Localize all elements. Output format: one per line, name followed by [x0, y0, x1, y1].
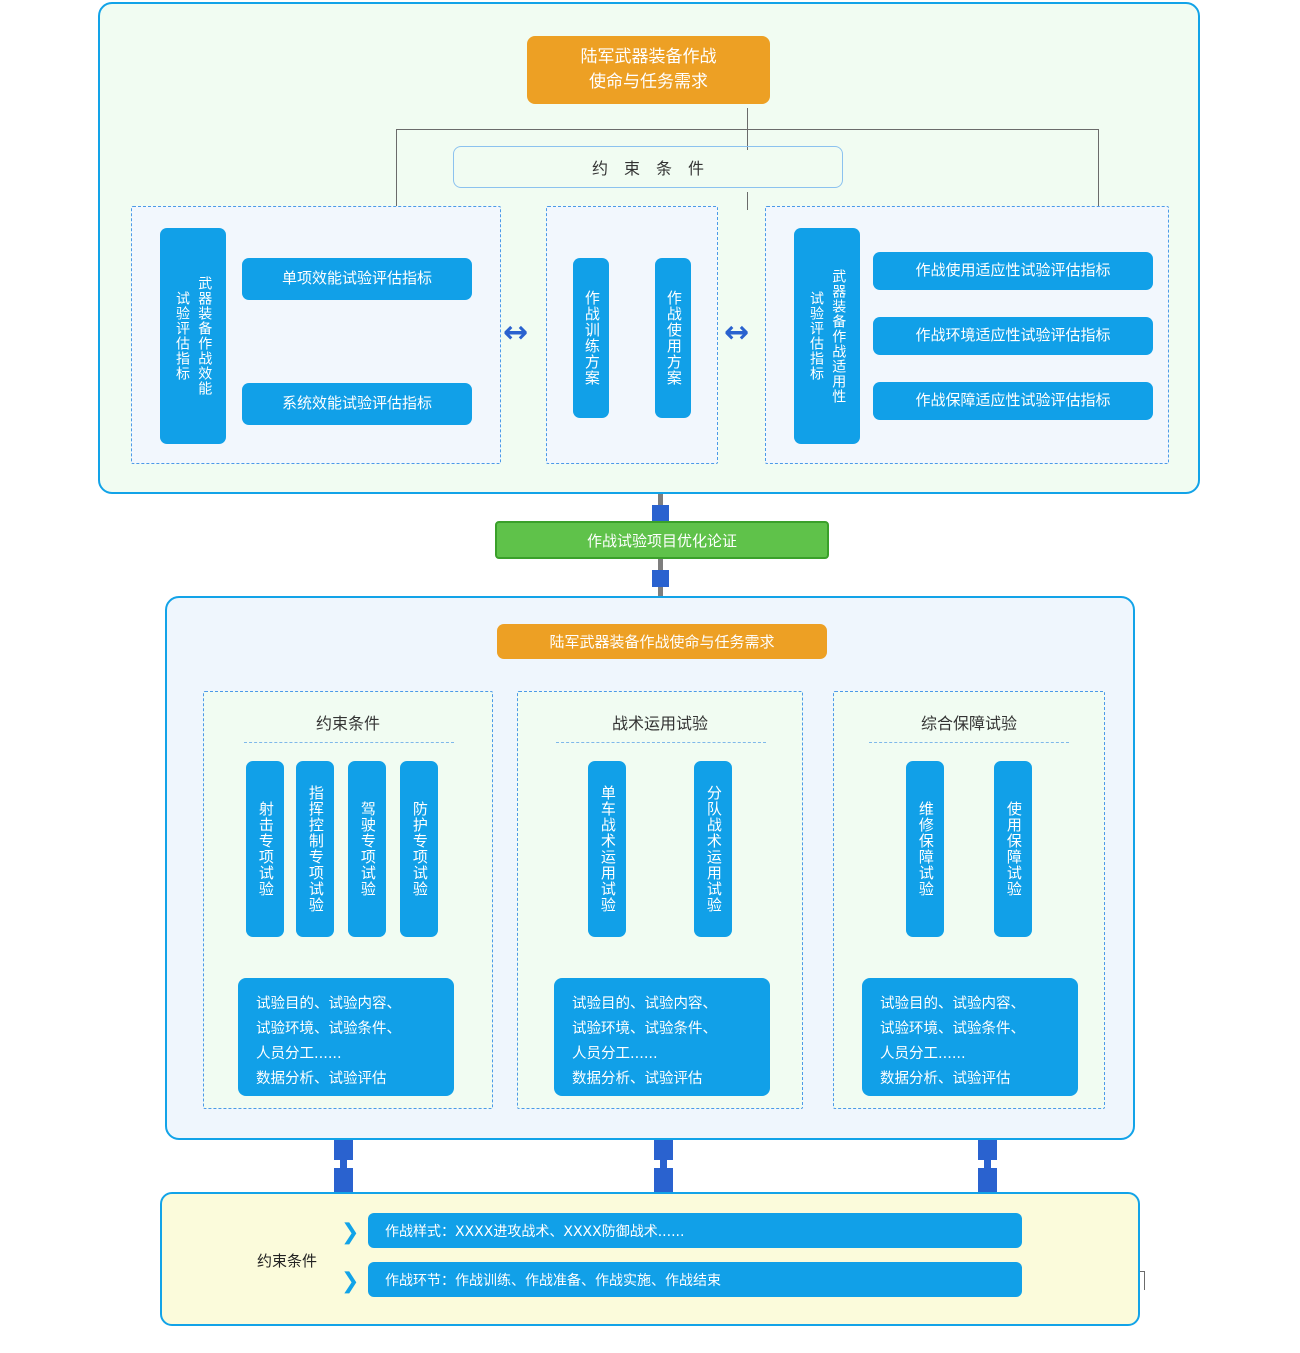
- connector-segment-bottom: [654, 1168, 673, 1194]
- connector-line-horizontal: [396, 129, 1099, 130]
- mid-root-requirement-box[interactable]: 陆军武器装备作战使命与任务需求: [497, 624, 827, 659]
- test-maintenance-support-label: 维修保障试验: [916, 801, 935, 897]
- test-shooting-special[interactable]: 射击专项试验: [246, 761, 284, 937]
- test-driving-special[interactable]: 驾驶专项试验: [348, 761, 386, 937]
- plan-combat-use[interactable]: 作战使用方案: [655, 258, 691, 418]
- metric-environment-adaptability[interactable]: 作战环境适应性试验评估指标: [873, 317, 1153, 355]
- metric-system-effectiveness[interactable]: 系统效能试验评估指标: [242, 383, 472, 425]
- bidirectional-arrow-left-icon: ↔: [503, 315, 529, 350]
- test-shooting-special-label: 射击专项试验: [256, 801, 275, 897]
- effectiveness-side-label: 武器装备作战效能 试验评估指标: [160, 228, 226, 444]
- connector-segment-top: [334, 1140, 353, 1160]
- section-1-description: 试验目的、试验内容、 试验环境、试验条件、 人员分工...... 数据分析、试验…: [238, 978, 454, 1096]
- metric-support-adaptability[interactable]: 作战保障适应性试验评估指标: [873, 382, 1153, 420]
- section-2-divider: [556, 742, 766, 743]
- connector-segment-top: [978, 1140, 997, 1160]
- bottom-connector-left: [334, 1140, 353, 1194]
- test-protection-special[interactable]: 防护专项试验: [400, 761, 438, 937]
- suitability-side-label-outer: 武器装备作战适用性: [830, 268, 847, 404]
- test-single-vehicle-tactics-label: 单车战术运用试验: [598, 785, 617, 913]
- constraint-condition-box[interactable]: 约束条件: [453, 146, 843, 188]
- section-2-title: 战术运用试验: [611, 714, 708, 733]
- connector-segment-mid: [660, 1160, 667, 1168]
- connector-node-upper: [652, 505, 669, 522]
- combat-phase-row[interactable]: 作战环节：作战训练、作战准备、作战实施、作战结束: [368, 1262, 1022, 1297]
- connector-segment-top: [654, 1140, 673, 1160]
- section-3-title: 综合保障试验: [920, 714, 1017, 733]
- plan-group: [546, 206, 718, 464]
- section-3-description: 试验目的、试验内容、 试验环境、试验条件、 人员分工...... 数据分析、试验…: [862, 978, 1078, 1096]
- plan-combat-training[interactable]: 作战训练方案: [573, 258, 609, 418]
- test-driving-special-label: 驾驶专项试验: [358, 801, 377, 897]
- mid-connector-right-branch: [1144, 1271, 1145, 1290]
- effectiveness-side-label-outer: 武器装备作战效能: [196, 276, 213, 396]
- root-requirement-box[interactable]: 陆军武器装备作战 使命与任务需求: [527, 36, 770, 104]
- bottom-connector-right: [978, 1140, 997, 1194]
- connector-line-mid-branch: [747, 192, 748, 210]
- metric-single-effectiveness[interactable]: 单项效能试验评估指标: [242, 258, 472, 300]
- bottom-panel-label: 约束条件: [256, 1252, 317, 1270]
- suitability-side-label: 武器装备作战适用性 试验评估指标: [794, 228, 860, 444]
- section-3-divider: [869, 742, 1069, 743]
- bottom-connector-middle: [654, 1140, 673, 1194]
- connector-segment-bottom: [978, 1168, 997, 1194]
- section-2-description: 试验目的、试验内容、 试验环境、试验条件、 人员分工...... 数据分析、试验…: [554, 978, 770, 1096]
- chevron-right-icon: ❯: [341, 1220, 360, 1245]
- test-usage-support[interactable]: 使用保障试验: [994, 761, 1032, 937]
- test-command-control-special[interactable]: 指挥控制专项试验: [296, 761, 334, 937]
- bidirectional-arrow-right-icon: ↔: [724, 315, 750, 350]
- plan-combat-training-label: 作战训练方案: [582, 290, 601, 386]
- section-1-title: 约束条件: [315, 714, 380, 733]
- connector-line-right-branch: [1098, 129, 1099, 210]
- test-unit-tactics[interactable]: 分队战术运用试验: [694, 761, 732, 937]
- connector-segment-mid: [340, 1160, 347, 1168]
- test-protection-special-label: 防护专项试验: [410, 801, 429, 897]
- test-command-control-special-label: 指挥控制专项试验: [306, 785, 325, 913]
- connector-node-lower: [652, 570, 669, 587]
- connector-segment-mid: [984, 1160, 991, 1168]
- chevron-right-icon: ❯: [341, 1269, 360, 1294]
- section-1-divider: [244, 742, 454, 743]
- test-usage-support-label: 使用保障试验: [1004, 801, 1023, 897]
- plan-combat-use-label: 作战使用方案: [664, 290, 683, 386]
- connector-segment-bottom: [334, 1168, 353, 1194]
- test-maintenance-support[interactable]: 维修保障试验: [906, 761, 944, 937]
- test-single-vehicle-tactics[interactable]: 单车战术运用试验: [588, 761, 626, 937]
- optimization-argument-bar[interactable]: 作战试验项目优化论证: [495, 521, 829, 559]
- effectiveness-side-label-inner: 试验评估指标: [174, 291, 190, 381]
- suitability-side-label-inner: 试验评估指标: [808, 291, 824, 381]
- metric-use-adaptability[interactable]: 作战使用适应性试验评估指标: [873, 252, 1153, 290]
- test-unit-tactics-label: 分队战术运用试验: [704, 785, 723, 913]
- connector-line-left-branch: [396, 129, 397, 210]
- combat-style-row[interactable]: 作战样式：XXXX进攻战术、XXXX防御战术......: [368, 1213, 1022, 1248]
